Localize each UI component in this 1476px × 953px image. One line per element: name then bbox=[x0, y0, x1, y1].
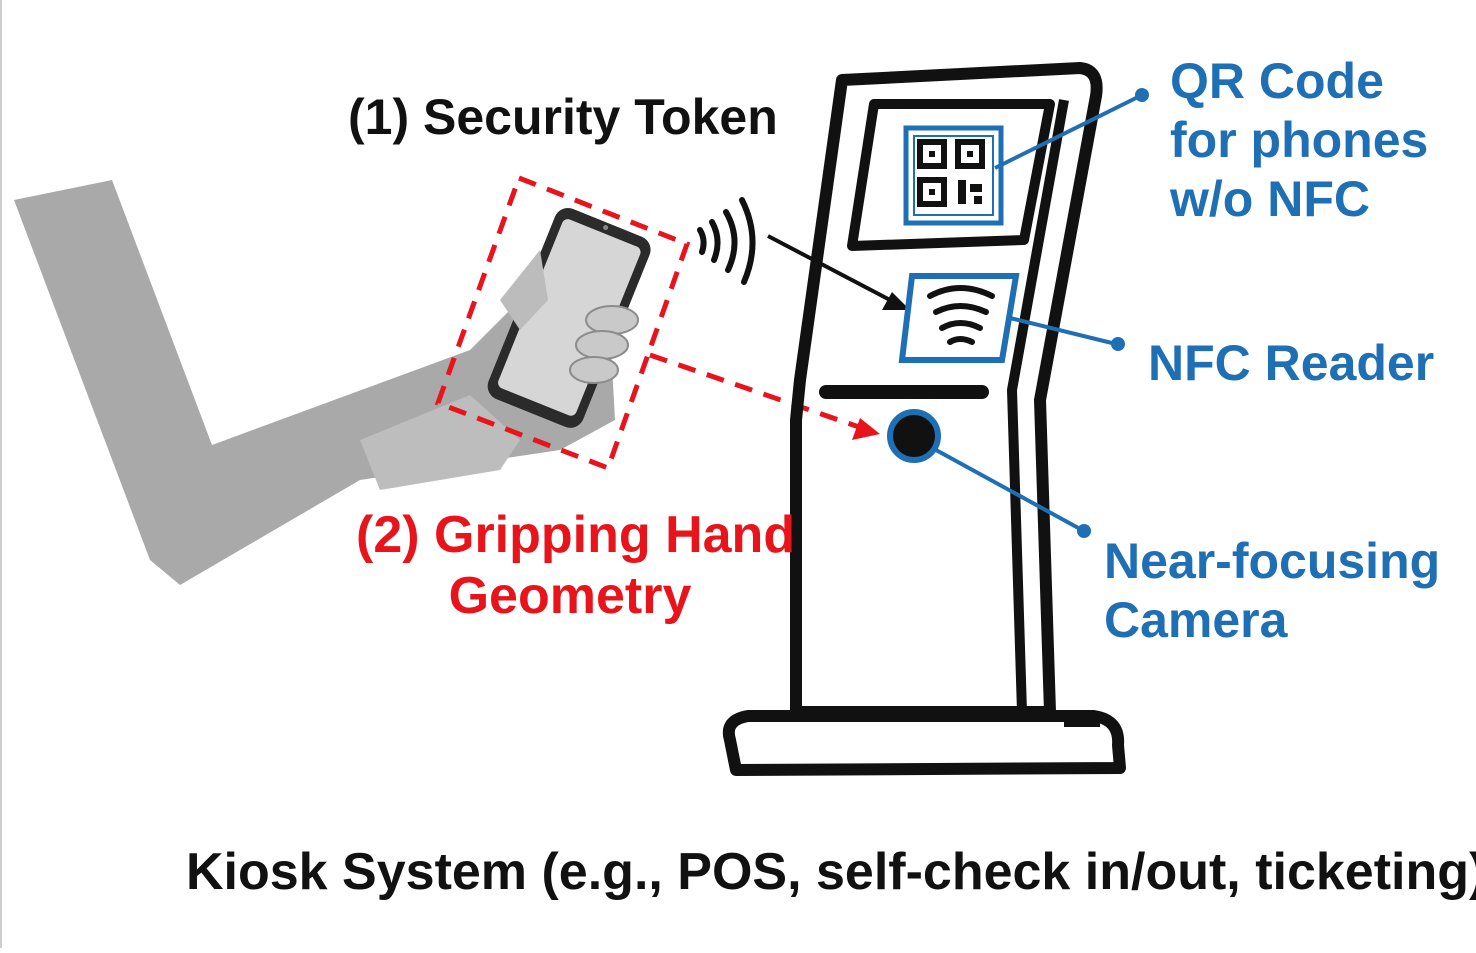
kiosk-illustration bbox=[722, 62, 1126, 776]
thumb bbox=[500, 250, 548, 330]
phone-screen bbox=[498, 219, 641, 416]
gripping-hand-label: (2) Gripping Hand Geometry bbox=[356, 505, 796, 628]
finger-3 bbox=[569, 356, 619, 384]
camera-dashed-arrow bbox=[649, 352, 880, 440]
kiosk-body bbox=[790, 62, 1103, 718]
phone-camera-dot bbox=[603, 225, 609, 231]
finger-1 bbox=[585, 305, 639, 335]
camera-label: Near-focusing Camera bbox=[1104, 532, 1440, 650]
camera-line-2: Camera bbox=[1104, 592, 1288, 648]
forearm-shape bbox=[14, 180, 615, 585]
kiosk-system-caption: Kiosk System (e.g., POS, self-check in/o… bbox=[186, 843, 1476, 901]
kiosk-screen bbox=[847, 99, 1055, 251]
gripping-hand-line-2: Geometry bbox=[448, 567, 692, 626]
kiosk-base bbox=[722, 710, 1126, 776]
nfc-reader-label: NFC Reader bbox=[1148, 335, 1435, 391]
qr-code-label: QR Code for phones w/o NFC bbox=[1170, 52, 1428, 229]
nfc-reader-icon bbox=[898, 273, 1020, 363]
nfc-arrow bbox=[767, 234, 910, 310]
gripping-hand-line-1: (2) Gripping Hand bbox=[356, 506, 796, 564]
hand-fingers bbox=[500, 250, 639, 384]
qr-code-icon bbox=[903, 125, 1004, 226]
finger-2 bbox=[575, 330, 629, 360]
qr-code-line-3: w/o NFC bbox=[1170, 171, 1370, 227]
qr-callout-line bbox=[994, 88, 1149, 170]
smartphone-icon bbox=[487, 207, 651, 428]
nfc-callout-line bbox=[1009, 316, 1125, 351]
camera-lens-icon bbox=[887, 409, 941, 463]
qr-code-line-2: for phones bbox=[1170, 112, 1429, 168]
camera-line-1: Near-focusing bbox=[1104, 533, 1441, 589]
nfc-wave-icon bbox=[697, 197, 756, 285]
camera-callout-line bbox=[935, 448, 1091, 538]
gripping-hand-box bbox=[434, 174, 691, 472]
qr-code-line-1: QR Code bbox=[1170, 53, 1384, 109]
kiosk-side-edge bbox=[1007, 99, 1069, 713]
security-token-label: (1) Security Token bbox=[348, 89, 778, 145]
